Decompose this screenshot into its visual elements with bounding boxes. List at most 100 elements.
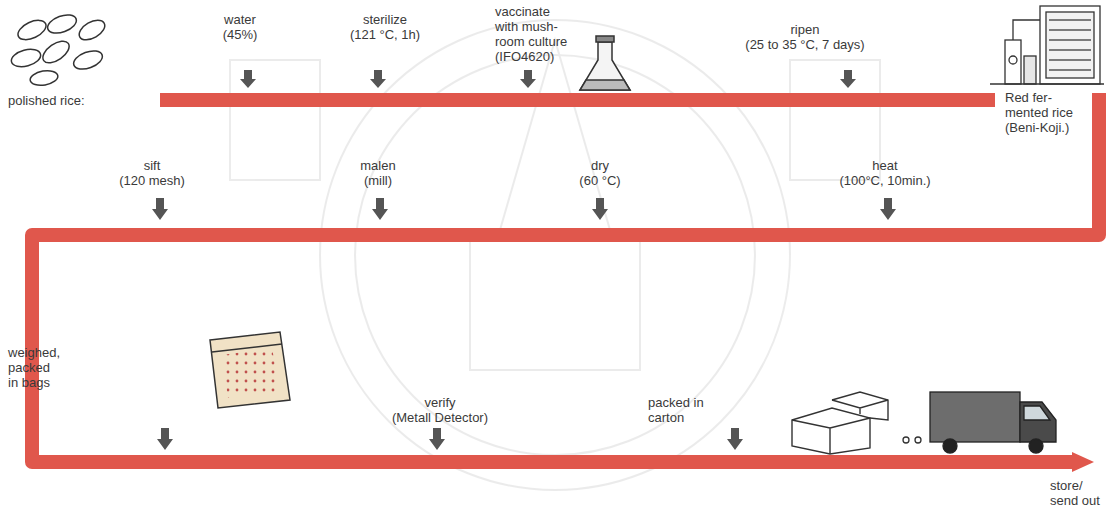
label-line: heat xyxy=(839,158,930,173)
drawing-part xyxy=(212,344,282,352)
step-label: water (45%) xyxy=(223,12,258,42)
label-line: dry xyxy=(579,158,620,173)
process-band xyxy=(32,93,1099,462)
drawing-part xyxy=(71,47,105,72)
drawing-part xyxy=(832,392,888,420)
step-label: packed in carton xyxy=(648,395,704,425)
step-arrow xyxy=(520,70,536,88)
label-line: (60 °C) xyxy=(579,173,620,188)
label-line: weighed, xyxy=(8,345,60,360)
drawing-part xyxy=(1005,40,1021,84)
label-line: malen xyxy=(360,158,395,173)
label-line: packed xyxy=(8,360,60,375)
step-arrow xyxy=(240,70,256,88)
drawing-part xyxy=(790,60,880,180)
delivery-truck xyxy=(930,392,1056,453)
drawing-part xyxy=(943,439,957,453)
drawing-part xyxy=(1049,69,1091,71)
step-label: vaccinate with mush- room culture (IFO46… xyxy=(495,4,567,64)
start-label: polished rice: xyxy=(8,93,85,108)
culture-flask xyxy=(580,36,630,90)
step-arrow xyxy=(592,198,608,220)
drawing-part xyxy=(355,55,755,455)
step-label: verify (Metall Detector) xyxy=(392,395,488,425)
drawing-part xyxy=(792,408,870,454)
label-line: (Beni-Koji.) xyxy=(1005,120,1073,135)
drawing-part xyxy=(45,11,79,36)
step-arrow xyxy=(727,428,743,450)
drawing-part xyxy=(1024,56,1036,84)
drawing-part xyxy=(1029,439,1043,453)
step-label: dry (60 °C) xyxy=(579,158,620,188)
label-line: sift xyxy=(119,158,185,173)
step-arrow xyxy=(880,198,896,220)
label-line: verify xyxy=(392,395,488,410)
step-label: malen (mill) xyxy=(360,158,395,188)
label-line: (Metall Detector) xyxy=(392,410,488,425)
step-arrow xyxy=(370,70,386,88)
step-arrow xyxy=(840,70,856,88)
label-line: sterilize xyxy=(350,12,420,27)
label-line: with mush- xyxy=(495,19,567,34)
packing-bag xyxy=(210,332,290,408)
step-arrow xyxy=(372,198,388,220)
drawing-part xyxy=(832,400,888,414)
drawing-part xyxy=(792,418,870,454)
drawing-part xyxy=(1020,402,1056,442)
label-line: (45%) xyxy=(223,27,258,42)
drawing-part xyxy=(1049,20,1091,70)
rice-grains xyxy=(9,11,108,87)
drawing-part xyxy=(29,69,59,88)
label-line: (IFO4620) xyxy=(495,49,567,64)
band-arrowhead xyxy=(1072,452,1094,472)
drawing-part xyxy=(580,42,630,90)
drawing-part xyxy=(1024,406,1050,420)
step-label: ripen (25 to 35 °C, 7 days) xyxy=(745,22,864,52)
label-line: store/ xyxy=(1050,478,1100,493)
step-arrow xyxy=(429,428,445,450)
label-line: Red fer- xyxy=(1005,90,1073,105)
drawing-part xyxy=(1049,29,1091,31)
step-label: sterilize (121 °C, 1h) xyxy=(350,12,420,42)
fermenter-machine xyxy=(990,6,1104,84)
watermark-seal xyxy=(230,20,880,490)
drawing-part xyxy=(1049,39,1091,41)
label-line: send out xyxy=(1050,493,1100,508)
end-label: store/ send out xyxy=(1050,478,1100,508)
drawing-part xyxy=(1049,19,1091,21)
drawing-part xyxy=(76,16,108,44)
step-label: weighed, packed in bags xyxy=(8,345,60,390)
product-label: Red fer- mented rice (Beni-Koji.) xyxy=(1005,90,1073,135)
drawing-part xyxy=(15,16,49,43)
step-arrows xyxy=(152,70,896,450)
label-line: water xyxy=(223,12,258,27)
transport-dots xyxy=(903,437,921,443)
label-line: carton xyxy=(648,410,704,425)
cartons xyxy=(792,392,888,454)
label-line: ripen xyxy=(745,22,864,37)
label-line: (100°C, 10min.) xyxy=(839,173,930,188)
drawing-part xyxy=(903,437,909,443)
drawing-part xyxy=(222,348,280,398)
drawing-part xyxy=(580,80,630,90)
label-line: (25 to 35 °C, 7 days) xyxy=(745,37,864,52)
label-line: (mill) xyxy=(360,173,395,188)
label-line: (121 °C, 1h) xyxy=(350,27,420,42)
drawing-part xyxy=(1049,59,1091,61)
drawing-part xyxy=(1049,49,1091,51)
drawing-part xyxy=(1040,6,1100,84)
drawing-part xyxy=(230,60,320,180)
label-line: in bags xyxy=(8,375,60,390)
drawing-part xyxy=(930,392,1020,442)
drawing-part xyxy=(160,93,995,107)
label-line: polished rice: xyxy=(8,93,85,108)
label-line: packed in xyxy=(648,395,704,410)
label-line: vaccinate xyxy=(495,4,567,19)
drawing-part xyxy=(32,93,1099,462)
drawing-part xyxy=(9,46,42,69)
drawing-part xyxy=(1009,56,1017,64)
drawing-part xyxy=(915,437,921,443)
